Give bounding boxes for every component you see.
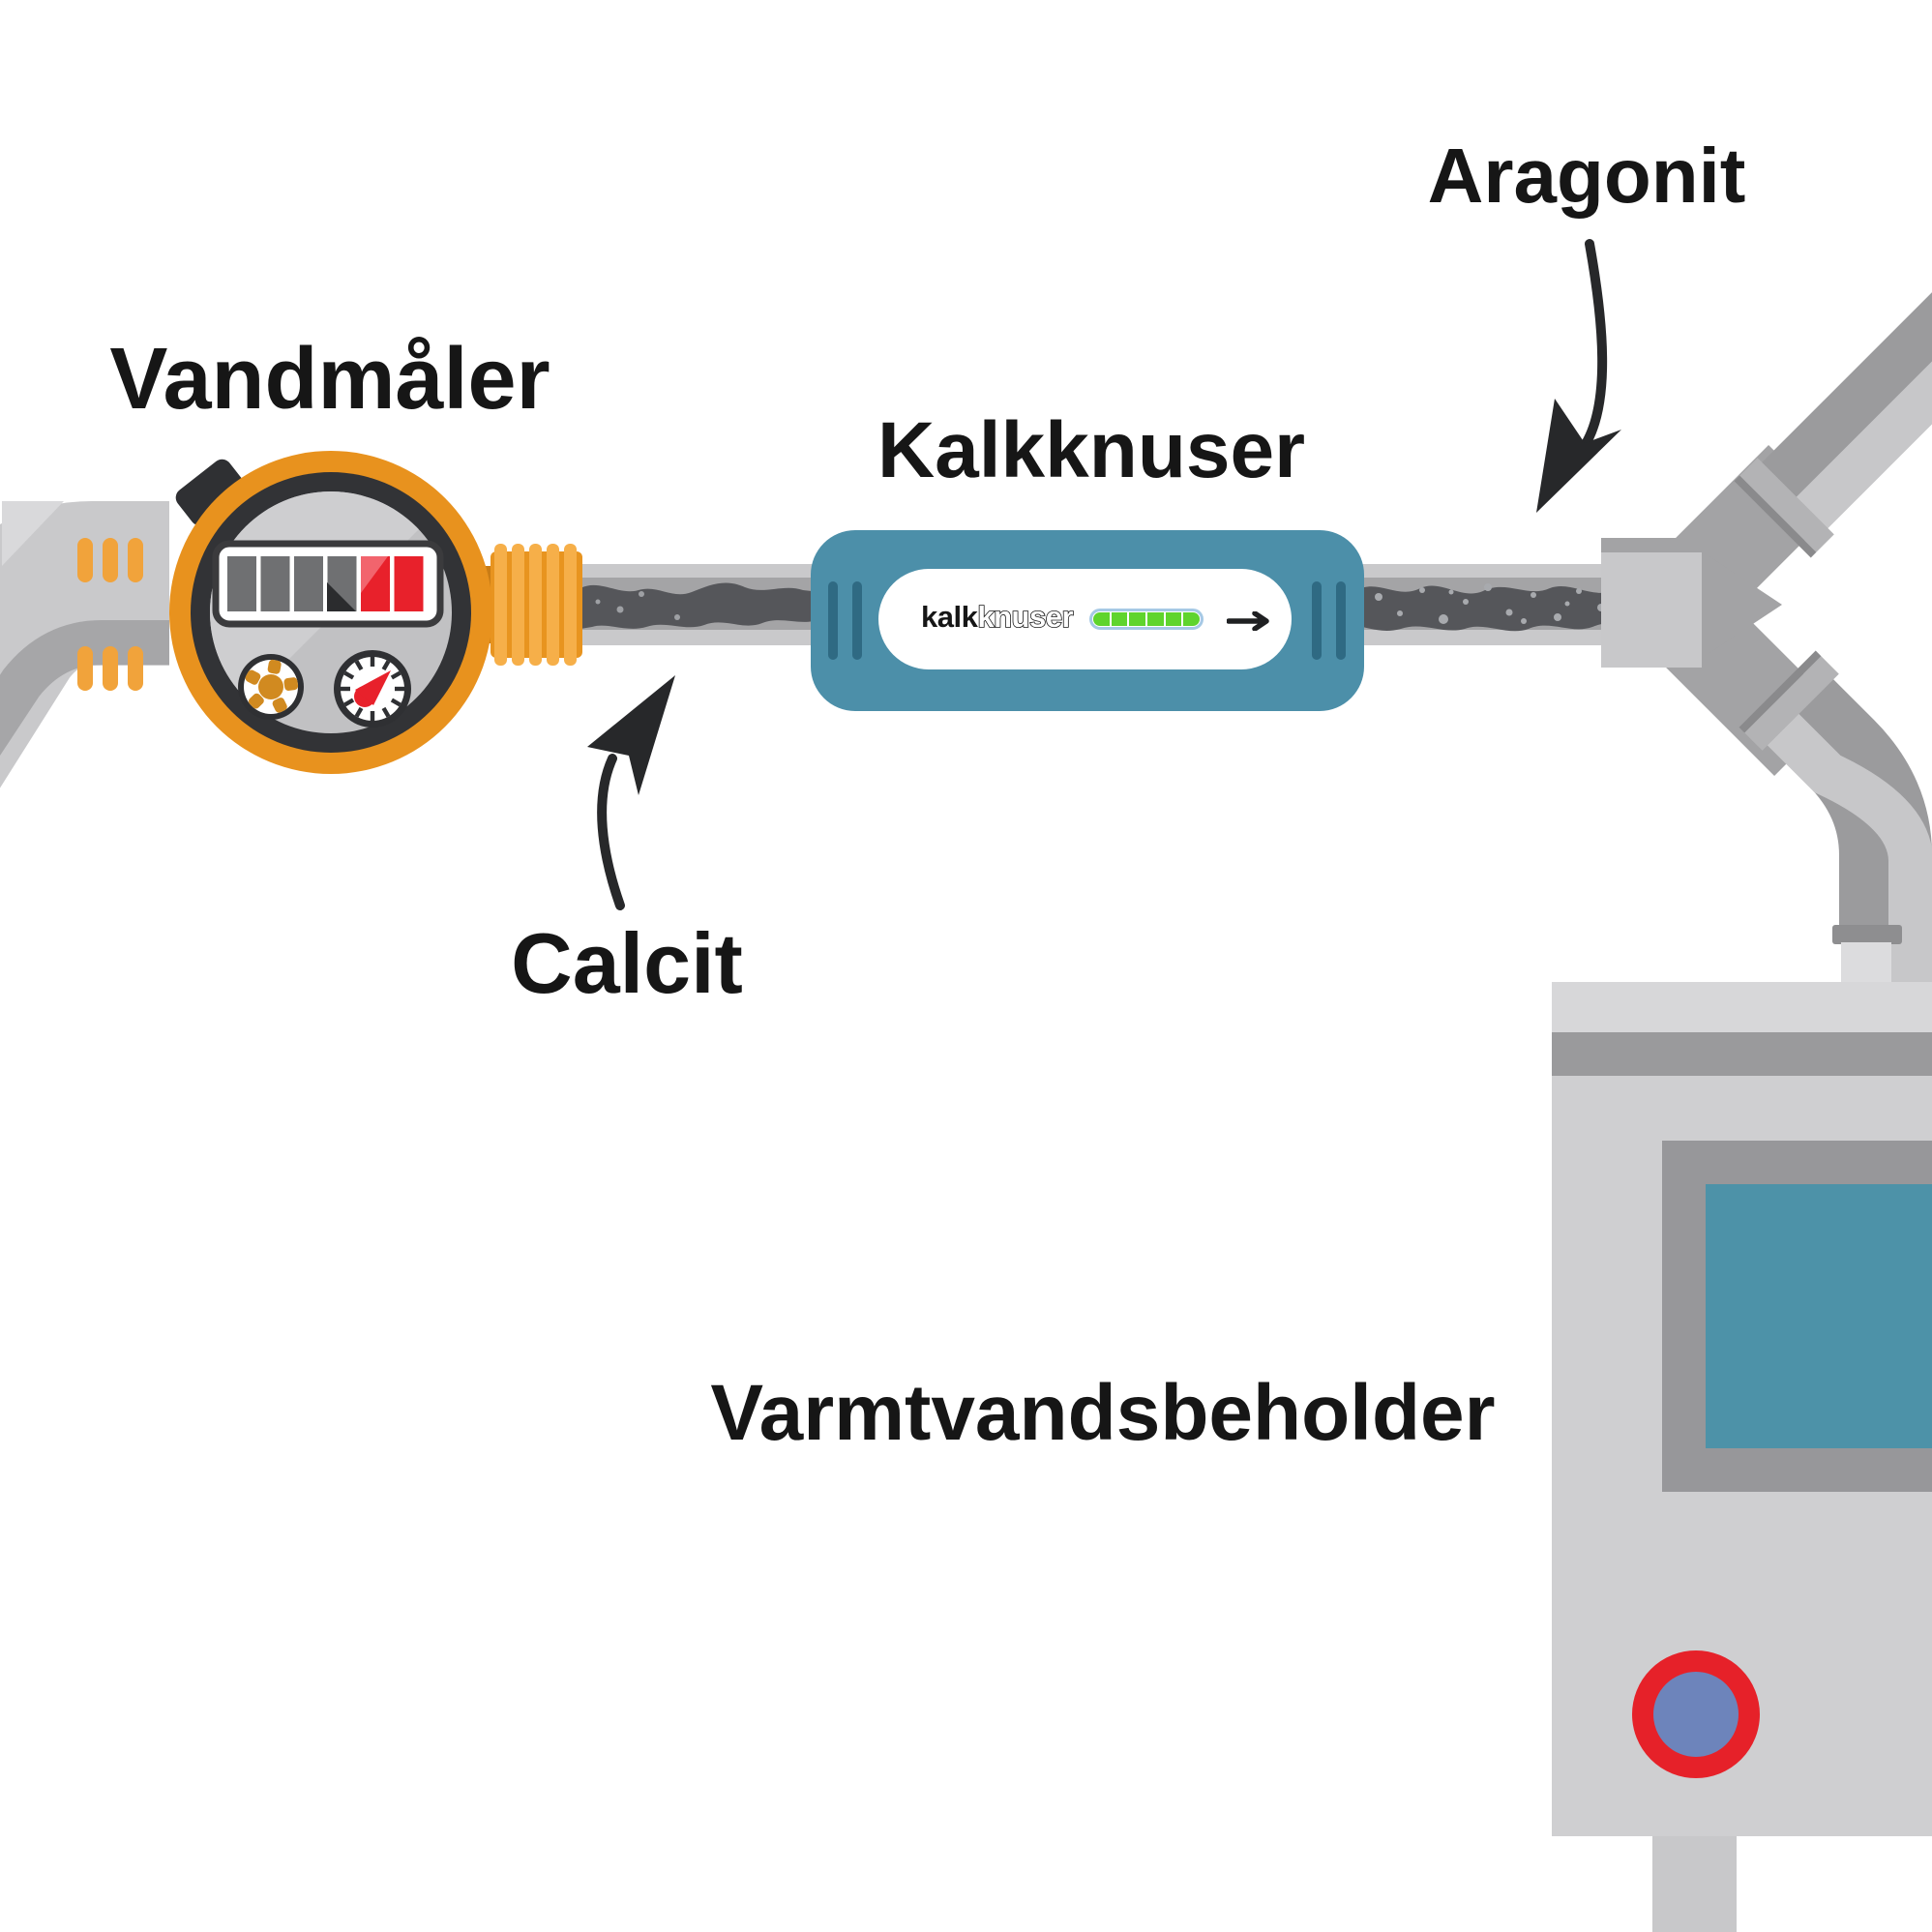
right-coupling-nut: [490, 544, 582, 666]
label-calcit: Calcit: [511, 915, 743, 1011]
device-groove: [852, 581, 862, 660]
level-segment: [1111, 612, 1128, 626]
meter-display-segment: [260, 556, 290, 611]
tank-panel: [1706, 1184, 1932, 1448]
level-segment: [1165, 612, 1182, 626]
brand-logo: kalkknuser: [921, 599, 1075, 635]
left-coupling-threads: [77, 538, 143, 691]
hot-water-tank: [1552, 982, 1932, 1836]
level-segment: [1129, 612, 1146, 626]
tank-leg: [1652, 1836, 1737, 1932]
device-front-panel: kalkknuser: [878, 569, 1292, 669]
level-indicator: [1089, 609, 1204, 630]
tank-inlet-connector: [1841, 942, 1891, 983]
calcit-limescale: [580, 582, 820, 629]
tank-band: [1552, 1032, 1932, 1076]
level-segment: [1183, 612, 1201, 626]
upper-branch-pipe: [1753, 292, 1932, 538]
tank-valve: [1632, 1650, 1760, 1778]
y-junction: [1601, 292, 1932, 983]
kalkknuser-device: kalkknuser: [811, 530, 1364, 711]
brand-logo-outline: knuser: [977, 600, 1073, 634]
aragonit-annotation-arrow: [1536, 239, 1621, 513]
label-varmtvandsbeholder: Varmtvandsbeholder: [710, 1369, 1496, 1457]
meter-display: [212, 540, 444, 628]
svg-text:kalkknuser: kalkknuser: [921, 600, 1073, 634]
calcit-annotation-arrow: [587, 675, 675, 910]
lower-branch-pipe: [1761, 673, 1932, 983]
label-aragonit: Aragonit: [1427, 133, 1746, 219]
tank-top-strip: [1552, 982, 1932, 1032]
device-groove: [1312, 581, 1322, 660]
flow-arrow-icon: [1227, 611, 1269, 631]
brand-logo-bold: kalk: [921, 600, 979, 634]
gauge-dial: [334, 650, 411, 728]
label-kalkknuser: Kalkknuser: [877, 406, 1306, 494]
pipe-collar-cap: [1832, 925, 1902, 944]
upper-pipe-collar: [1734, 458, 1834, 558]
tank-panel-frame: [1662, 1141, 1932, 1492]
device-groove: [828, 581, 838, 660]
label-vandmaaler: Vandmåler: [109, 331, 550, 428]
inlet-elbow-pipe: [0, 501, 169, 788]
impeller-dial: [238, 654, 304, 720]
water-meter: [169, 451, 582, 774]
meter-display-segment: [227, 556, 256, 611]
level-segment: [1147, 612, 1164, 626]
meter-display-segment: [294, 556, 323, 611]
lower-pipe-collar: [1739, 650, 1839, 751]
gauge-needle: [354, 670, 391, 707]
level-segment: [1093, 612, 1110, 626]
device-groove: [1336, 581, 1346, 660]
meter-seal-tab: [175, 459, 247, 526]
meter-display-segment: [394, 556, 424, 611]
